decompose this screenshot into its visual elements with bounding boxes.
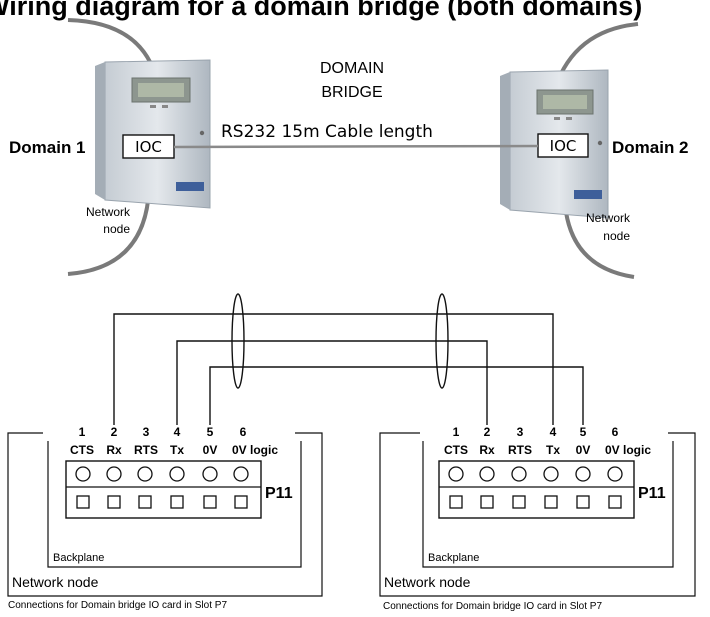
right-ioc-box: [537, 133, 589, 158]
right-network-node-label-1: Network: [586, 211, 631, 225]
left-caption: Connections for Domain bridge IO card in…: [8, 600, 227, 611]
cable-label: RS232 15m Cable length: [221, 122, 433, 142]
right-pin-number-1: 1: [453, 425, 460, 439]
wire-0v-to-0v: [209, 366, 584, 425]
left-pin-name-cts: CTS: [70, 443, 94, 457]
right-pin-number-5: 5: [580, 425, 587, 439]
right-pin-name-0v-logic: 0V logic: [605, 443, 651, 457]
left-connector-label: P11: [265, 485, 293, 502]
left-connector-block: [7, 432, 323, 597]
left-network-node-outline: [7, 432, 323, 597]
wire-tx-to-rx: [176, 340, 488, 425]
left-pin-name-0v: 0V: [203, 443, 218, 457]
wiring: [113, 313, 584, 425]
left-pin-name-rts: RTS: [134, 443, 158, 457]
cable-sheath-left: [231, 293, 245, 389]
left-pin-name-0v-logic: 0V logic: [232, 443, 278, 457]
right-pin-number-6: 6: [612, 425, 619, 439]
left-network-node-label-1: Network: [86, 205, 131, 219]
right-pin-name-rts: RTS: [508, 443, 532, 457]
right-backplane-label: Backplane: [428, 552, 479, 564]
rs232-cable-line: [173, 144, 539, 149]
right-network-node-label: Network node: [384, 574, 471, 590]
cable-sheath-right: [435, 293, 449, 389]
left-network-arc-bottom: [67, 189, 151, 276]
left-pin-number-3: 3: [143, 425, 150, 439]
left-pin-number-4: 4: [174, 425, 181, 439]
right-network-arc-bottom: [564, 211, 635, 279]
right-backplane-outline: [422, 441, 674, 568]
left-network-node-label-2: node: [103, 222, 130, 236]
left-control-panel: [95, 59, 211, 209]
right-connector-block: [379, 432, 696, 597]
right-pin-number-4: 4: [550, 425, 557, 439]
left-ioc-label: IOC: [135, 138, 162, 156]
left-terminal-block: [65, 460, 262, 519]
left-pin-number-2: 2: [111, 425, 118, 439]
right-terminal-block: [438, 460, 635, 519]
right-ioc-label: IOC: [550, 137, 577, 155]
right-network-node-outline: [379, 432, 696, 597]
domain-bridge-label-line1: DOMAIN: [320, 60, 384, 77]
right-pin-name-rx: Rx: [479, 443, 495, 457]
diagram-title: Wiring diagram for a domain bridge (both…: [0, 0, 642, 21]
right-network-node-label-2: node: [603, 229, 630, 243]
domain-bridge-label-line2: BRIDGE: [321, 84, 382, 101]
left-backplane-label: Backplane: [53, 552, 104, 564]
left-network-node-label: Network node: [12, 574, 99, 590]
wire-rx-to-tx: [113, 313, 554, 425]
left-pin-number-6: 6: [240, 425, 247, 439]
right-pin-name-0v: 0V: [576, 443, 591, 457]
domain-2-label: Domain 2: [612, 138, 689, 157]
left-pin-number-5: 5: [207, 425, 214, 439]
left-pin-number-1: 1: [79, 425, 86, 439]
right-caption: Connections for Domain bridge IO card in…: [383, 601, 602, 612]
right-pin-name-tx: Tx: [546, 443, 560, 457]
left-pin-name-rx: Rx: [106, 443, 122, 457]
left-backplane-outline: [47, 441, 302, 568]
domain-1-label: Domain 1: [9, 138, 86, 157]
left-pin-name-tx: Tx: [170, 443, 184, 457]
right-connector-label: P11: [638, 485, 666, 502]
right-pin-number-3: 3: [517, 425, 524, 439]
right-pin-name-cts: CTS: [444, 443, 468, 457]
right-pin-number-2: 2: [484, 425, 491, 439]
